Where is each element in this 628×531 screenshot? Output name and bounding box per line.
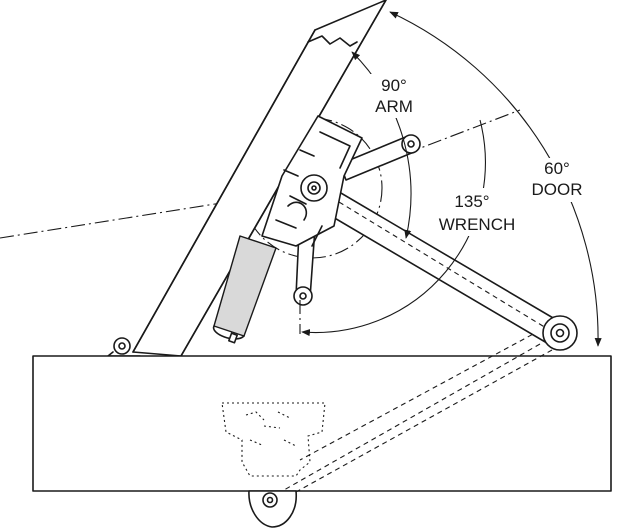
door-label-bg bbox=[526, 158, 590, 202]
hinge-circle bbox=[113, 337, 131, 355]
door-break-line bbox=[307, 35, 358, 47]
closer-cylinder-end bbox=[213, 325, 245, 340]
closer-pivot-pin bbox=[311, 185, 317, 191]
closer-housing-curves bbox=[287, 201, 323, 247]
wrench-label-bg bbox=[428, 188, 526, 236]
short-arm-lower-pin bbox=[299, 292, 307, 300]
door-angle-label: 60° bbox=[544, 159, 570, 178]
arm-label-bg bbox=[368, 74, 422, 118]
dashed-arm-upper bbox=[295, 349, 553, 493]
closer-pivot-outer bbox=[300, 174, 328, 202]
arm-text-label: ARM bbox=[375, 97, 413, 116]
closer-housing-details bbox=[275, 131, 351, 229]
hinge-pin bbox=[118, 342, 126, 350]
short-arm-lower-end bbox=[293, 286, 313, 306]
mounting-plate-details bbox=[245, 411, 297, 447]
door-angle-arc bbox=[389, 11, 602, 347]
closer-pivot-ring bbox=[307, 181, 321, 195]
bottom-bracket-pin bbox=[266, 496, 274, 504]
door-left-edge bbox=[132, 29, 316, 353]
arm-angle-label: 90° bbox=[381, 76, 407, 95]
door-text-label: DOOR bbox=[532, 180, 583, 199]
wrench-angle-label: 135° bbox=[454, 192, 489, 211]
dashed-arm-lower bbox=[269, 343, 541, 499]
bottom-bracket-ring bbox=[262, 492, 278, 508]
dashed-arm-guide bbox=[299, 325, 549, 461]
bottom-bracket bbox=[248, 490, 297, 528]
door-frame-header bbox=[32, 355, 612, 492]
closer-valve bbox=[228, 332, 238, 344]
wrench-text-label: WRENCH bbox=[439, 215, 516, 234]
arm-pivot-outer bbox=[542, 315, 578, 351]
